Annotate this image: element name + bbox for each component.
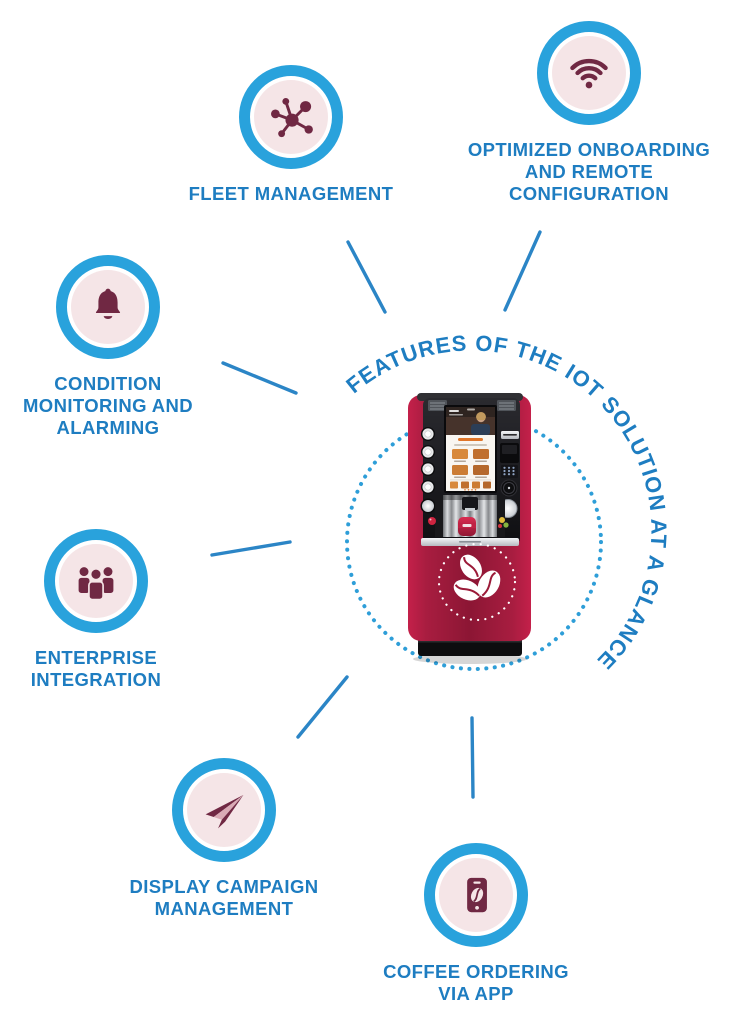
dotted-circle <box>345 413 603 671</box>
selection-buttons <box>420 427 436 514</box>
coffee-machine-illustration <box>408 393 531 664</box>
connector-line-display <box>296 675 349 739</box>
connector-line-enterprise <box>210 540 292 557</box>
feature-label: COFFEE ORDERING VIA APP <box>383 961 569 1005</box>
vent-grille-left <box>428 400 447 411</box>
connector-line-coffee <box>470 716 475 799</box>
feature-fleet-management: FLEET MANAGEMENT <box>171 65 411 205</box>
feature-label-line: CONFIGURATION <box>508 183 670 204</box>
icon-ring <box>424 843 528 947</box>
bell-icon <box>95 288 121 320</box>
smartphone-coffee-icon <box>467 877 487 913</box>
feature-label: CONDITION MONITORING AND ALARMING <box>23 373 193 439</box>
feature-label-line: VIA APP <box>438 983 514 1004</box>
machine-base <box>418 640 522 656</box>
machine-touchscreen <box>444 405 497 493</box>
icon-circle-bg <box>71 270 145 344</box>
feature-label: FLEET MANAGEMENT <box>189 183 394 205</box>
feature-label-line: INTEGRATION <box>30 669 162 690</box>
icon-circle-bg <box>59 544 133 618</box>
feature-label-line: MONITORING AND <box>22 395 194 416</box>
vent-grille-right <box>497 400 516 411</box>
icon-circle-bg <box>254 80 328 154</box>
feature-label-line: ALARMING <box>56 417 160 438</box>
icon-circle-bg <box>187 773 261 847</box>
connector-line-fleet <box>346 240 387 314</box>
feature-display-campaign: DISPLAY CAMPAIGN MANAGEMENT <box>104 758 344 920</box>
connector-line-condition <box>221 361 298 395</box>
feature-label-line: OPTIMIZED ONBOARDING <box>467 139 711 160</box>
feature-enterprise-integration: ENTERPRISE INTEGRATION <box>0 529 216 691</box>
feature-label-line: COFFEE ORDERING <box>383 961 569 982</box>
icon-ring <box>44 529 148 633</box>
icon-circle-bg <box>439 858 513 932</box>
icon-ring <box>239 65 343 169</box>
feature-optimized-onboarding: OPTIMIZED ONBOARDING AND REMOTE CONFIGUR… <box>468 21 710 205</box>
feature-label: OPTIMIZED ONBOARDING AND REMOTE CONFIGUR… <box>468 139 710 205</box>
icon-ring <box>537 21 641 125</box>
machine-shadow <box>413 654 527 664</box>
feature-coffee-ordering: COFFEE ORDERING VIA APP <box>356 843 596 1005</box>
network-hub-icon <box>271 97 313 138</box>
feature-condition-monitoring: CONDITION MONITORING AND ALARMING <box>0 255 228 439</box>
people-group-icon <box>78 567 114 601</box>
connector-line-onboarding <box>503 230 542 312</box>
feature-label: ENTERPRISE INTEGRATION <box>31 647 161 691</box>
feature-label-line: CONDITION <box>54 373 162 394</box>
dispense-area <box>428 495 509 537</box>
feature-label-line: MANAGEMENT <box>154 898 294 919</box>
wifi-icon <box>570 58 608 89</box>
coffee-beans-logo <box>437 542 517 622</box>
icon-circle-bg <box>552 36 626 110</box>
feature-label: DISPLAY CAMPAIGN MANAGEMENT <box>129 876 318 920</box>
feature-label-line: FLEET MANAGEMENT <box>188 183 394 204</box>
icon-ring <box>56 255 160 359</box>
icon-ring <box>172 758 276 862</box>
feature-label-line: AND REMOTE <box>524 161 654 182</box>
paper-plane-icon <box>205 794 244 829</box>
feature-label-line: ENTERPRISE <box>34 647 158 668</box>
feature-label-line: DISPLAY CAMPAIGN <box>129 876 319 897</box>
